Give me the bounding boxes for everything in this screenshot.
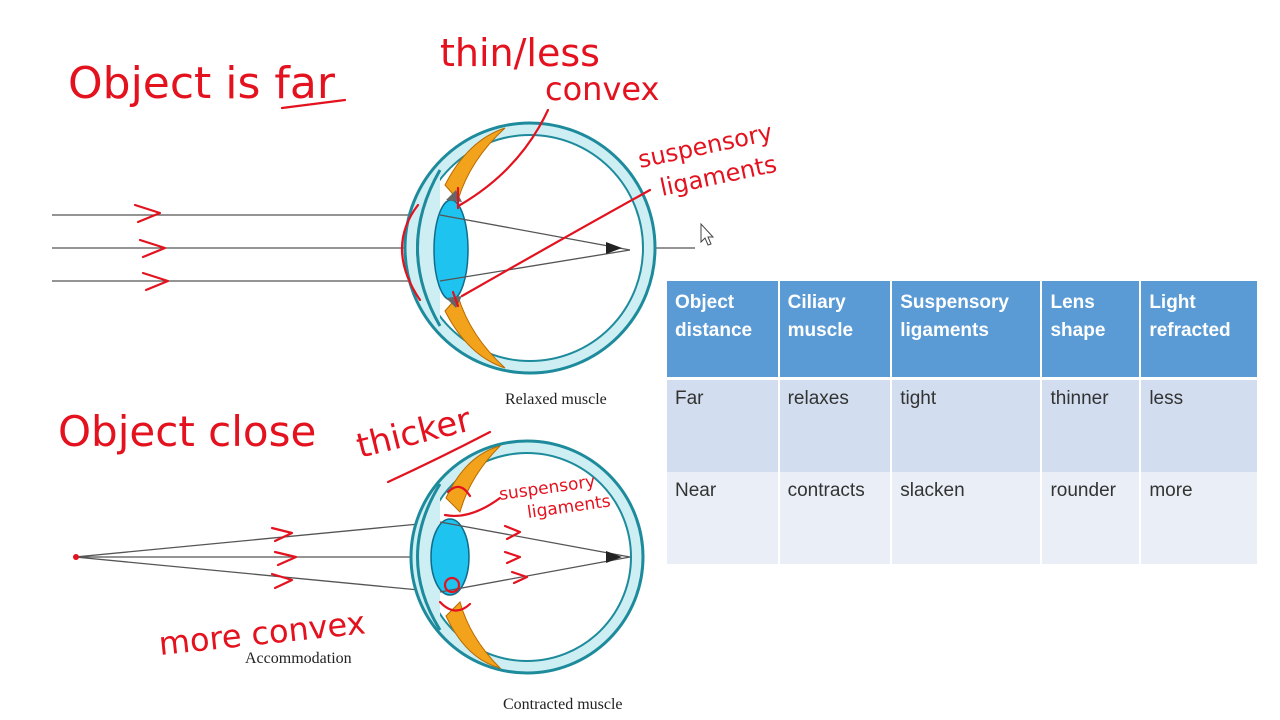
- note-object-far: Object is far: [68, 58, 336, 109]
- cornea-markup-top: [400, 203, 422, 302]
- ray-converge-top: [439, 214, 631, 251]
- cell-object-distance: Far: [667, 380, 778, 472]
- eye-diagram-contracted: [73, 439, 645, 675]
- caption-relaxed: Relaxed muscle: [505, 391, 607, 408]
- ligament-markup-top: [451, 186, 460, 308]
- thicker-underline: [386, 430, 492, 484]
- far-underline: [280, 98, 347, 110]
- eye-diagram-relaxed: [52, 121, 695, 375]
- table-row: Near contracts slacken rounder more: [667, 472, 1257, 564]
- near-ray-top: [74, 521, 441, 558]
- cell-suspensory-ligaments: slacken: [892, 472, 1041, 564]
- focus-arrowhead: [606, 242, 622, 254]
- note-object-close: Object close: [58, 407, 316, 456]
- ciliary-markup-top: [446, 485, 472, 498]
- ligament-circle-markup: [443, 576, 461, 594]
- caption-accommodation: Accommodation: [245, 650, 352, 667]
- table-row: Far relaxes tight thinner less: [667, 380, 1257, 472]
- ray-arrows-top: [133, 203, 170, 292]
- lens-thick: [430, 518, 470, 596]
- ligament-bottom: [446, 296, 462, 308]
- cell-lens-shape: rounder: [1042, 472, 1140, 564]
- near-object-point: [73, 554, 79, 560]
- cell-light-refracted: less: [1141, 380, 1257, 472]
- cornea: [416, 169, 442, 327]
- pointer-ligament-top: [460, 188, 652, 298]
- ray-arrows-bottom: [270, 524, 529, 590]
- pointer-ligament-bottom: [443, 496, 502, 517]
- note-convex: convex: [545, 70, 659, 108]
- pointer-lens-top: [458, 108, 550, 207]
- note-thin-less: thin/less: [440, 31, 600, 75]
- near-ray-bottom: [74, 556, 441, 593]
- ciliary-muscle-bottom: [444, 294, 506, 369]
- cell-ciliary-muscle: contracts: [779, 472, 891, 564]
- cell-ciliary-muscle: relaxes: [779, 380, 891, 472]
- ciliary-muscle-bottom-2: [445, 601, 502, 669]
- near-converge-top: [439, 521, 631, 558]
- near-converge-bottom: [439, 556, 631, 593]
- ciliary-muscle-top-2: [445, 445, 502, 513]
- caption-contracted: Contracted muscle: [503, 696, 623, 713]
- ray-converge-bottom: [439, 249, 631, 282]
- cornea-2: [416, 483, 442, 631]
- cell-object-distance: Near: [667, 472, 778, 564]
- lens-thin: [433, 199, 469, 301]
- ciliary-muscle-top: [444, 127, 506, 202]
- cell-suspensory-ligaments: tight: [892, 380, 1041, 472]
- note-thicker: thicker: [353, 400, 476, 467]
- focus-arrowhead-2: [606, 551, 622, 563]
- mouse-cursor-icon: [700, 222, 715, 246]
- cell-light-refracted: more: [1141, 472, 1257, 564]
- ciliary-markup-bottom: [438, 600, 472, 612]
- cell-lens-shape: thinner: [1042, 380, 1140, 472]
